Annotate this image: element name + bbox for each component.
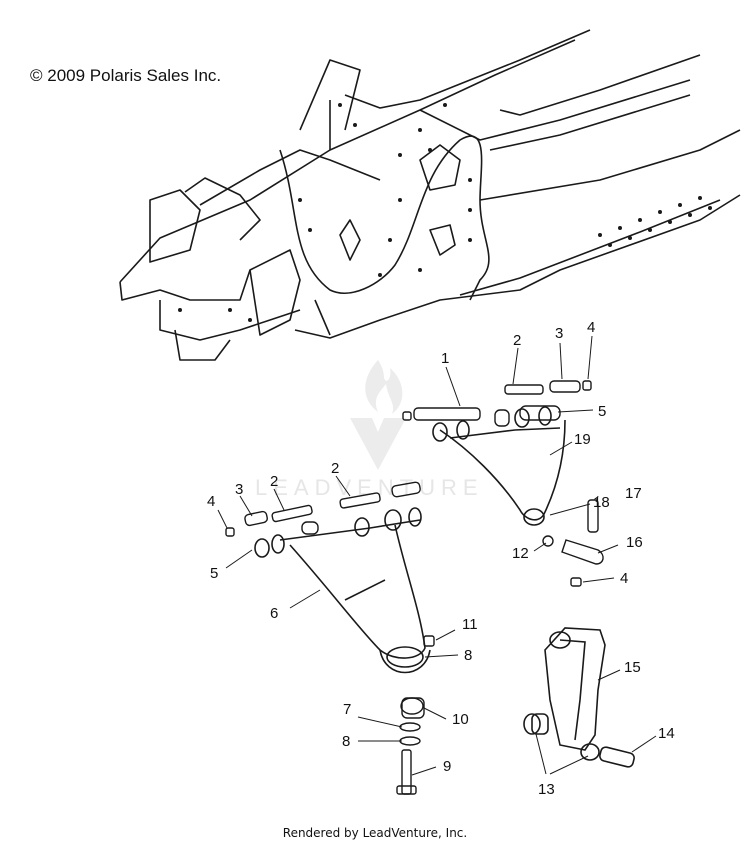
callout-10: 10 [452, 711, 469, 728]
callout-6: 6 [270, 605, 278, 622]
copyright-notice: © 2009 Polaris Sales Inc. [30, 66, 222, 85]
callout-8: 8 [464, 647, 472, 664]
upper-a-arm [432, 406, 566, 526]
callout-5: 5 [598, 403, 606, 420]
callout-3: 3 [555, 325, 563, 342]
callout-17: 17 [625, 485, 642, 502]
callout-4c: 4 [620, 570, 628, 587]
spindle [523, 627, 635, 768]
callout-14: 14 [658, 725, 675, 742]
callout-5b: 5 [210, 565, 218, 582]
watermark-text: LEADVENTURE [255, 475, 484, 500]
callout-2: 2 [513, 332, 521, 349]
callout-19: 19 [574, 431, 591, 448]
callout-4: 4 [587, 319, 595, 336]
callout-8b: 8 [342, 733, 350, 750]
callout-4b: 4 [207, 493, 215, 510]
lower-a-arm [254, 507, 431, 674]
callout-16: 16 [626, 534, 643, 551]
watermark-logo [350, 360, 406, 470]
callout-2c: 2 [270, 473, 278, 490]
footer-credit: Rendered by LeadVenture, Inc. [282, 826, 468, 840]
chassis-frame [119, 29, 741, 361]
callout-labels: 1 2 3 4 5 2 3 2 4 5 19 18 17 12 16 4 6 1… [207, 319, 675, 798]
callout-13: 13 [538, 781, 555, 798]
tie-rod-end [542, 499, 604, 587]
frame-holes [178, 103, 712, 322]
callout-12: 12 [512, 545, 529, 562]
callout-11: 11 [462, 616, 478, 633]
ball-joint-assembly [396, 635, 435, 795]
callout-18: 18 [593, 494, 610, 511]
lower-pivot-hardware [225, 481, 421, 537]
leader-lines [217, 335, 657, 776]
callout-3b: 3 [235, 481, 243, 498]
callout-1: 1 [441, 350, 449, 367]
callout-15: 15 [624, 659, 641, 676]
callout-2b: 2 [331, 460, 339, 477]
upper-pivot-hardware [402, 380, 592, 427]
callout-7: 7 [343, 701, 351, 718]
callout-9: 9 [443, 758, 451, 775]
